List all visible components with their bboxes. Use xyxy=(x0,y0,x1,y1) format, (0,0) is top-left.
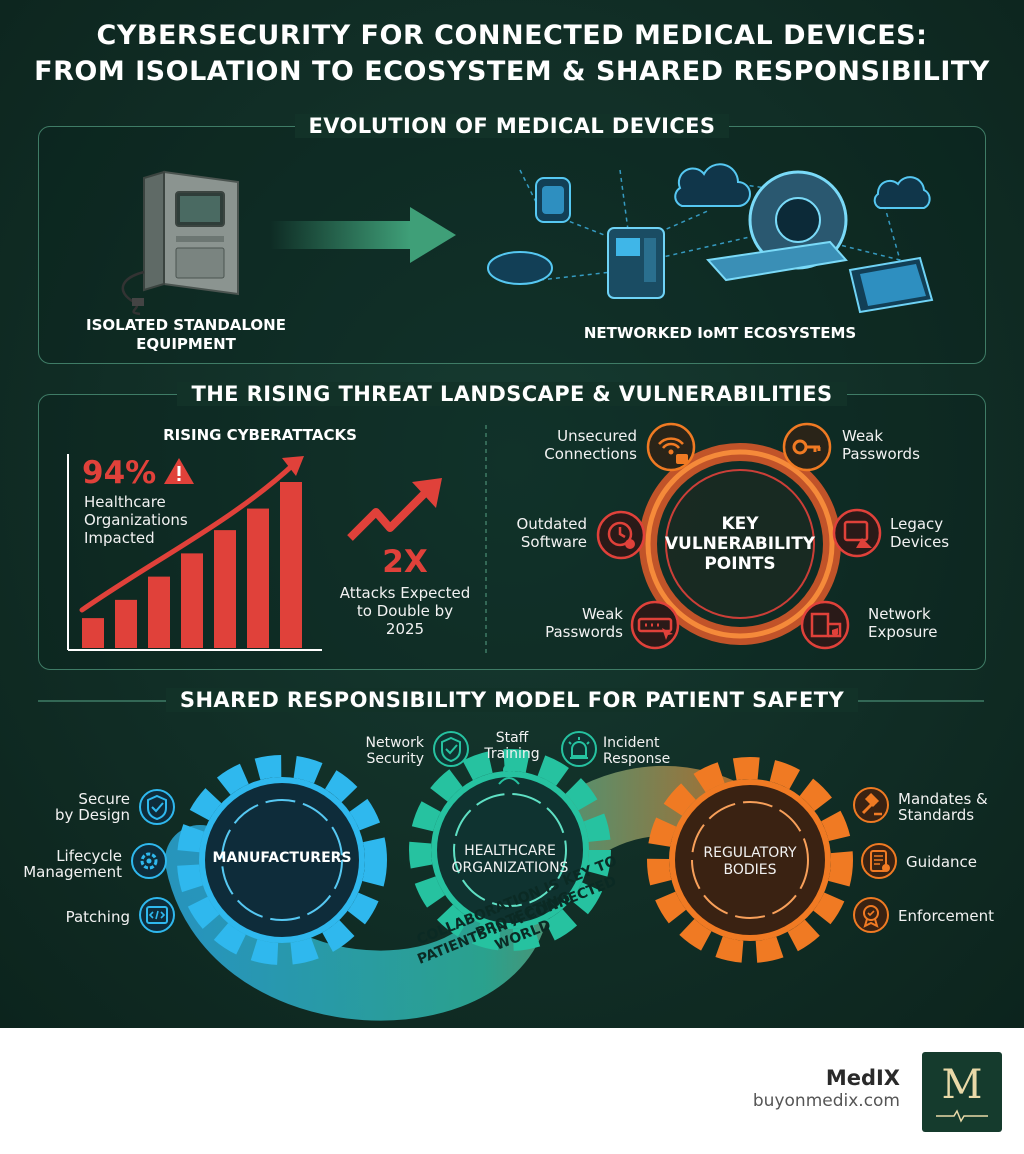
network-shield-icon xyxy=(800,600,850,650)
vuln-weak-bottom-line2: Passwords xyxy=(545,623,623,641)
vuln-weak-bottom-line1: Weak xyxy=(581,605,623,623)
stat-94-value: 94% xyxy=(82,455,157,491)
vuln-network-line2: Exposure xyxy=(868,623,938,641)
attack-bar xyxy=(247,508,269,648)
vuln-legacy-line2: Devices xyxy=(890,533,950,551)
vuln-outdated-line1: Outdated xyxy=(516,515,587,533)
gear-cycle-icon xyxy=(131,843,167,879)
threat-heading: THE RISING THREAT LANDSCAPE & VULNERABIL… xyxy=(0,382,1024,406)
vuln-unsecured-line2: Connections xyxy=(544,445,637,463)
network-security-line1: Network xyxy=(365,735,424,751)
double-line1: Attacks Expected xyxy=(339,584,471,602)
vuln-center-line1: KEY xyxy=(721,514,759,534)
iomt-network-icon xyxy=(487,163,934,314)
vuln-unsecured-line1: Unsecured xyxy=(557,427,637,445)
main-title-line1: CYBERSECURITY FOR CONNECTED MEDICAL DEVI… xyxy=(96,20,928,51)
alarm-light-icon xyxy=(561,731,597,767)
network-security-line2: Security xyxy=(366,751,425,767)
brand-name: MedIX xyxy=(825,1066,900,1090)
double-line2: to Double by xyxy=(356,602,454,620)
trend-up-arrow-icon xyxy=(347,478,442,541)
stat-94-line2: Organizations xyxy=(84,511,188,529)
evolution-arrow-icon xyxy=(270,207,456,263)
stat-94-line3: Impacted xyxy=(84,529,155,547)
vuln-network-line1: Network xyxy=(868,605,931,623)
networked-label: NETWORKED IoMT ECOSYSTEMS xyxy=(583,324,857,342)
main-title-line2: FROM ISOLATION TO ECOSYSTEM & SHARED RES… xyxy=(34,56,990,87)
brand-url: buyonmedix.com xyxy=(752,1091,900,1111)
patching-label: Patching xyxy=(65,908,130,926)
secure-design-line1: Secure xyxy=(78,790,130,808)
gears-ribbon-graphic xyxy=(165,749,853,1021)
threat-divider xyxy=(485,425,487,655)
attack-bar-chart xyxy=(67,454,322,651)
wifi-lock-icon xyxy=(646,422,696,472)
logo-letter: M xyxy=(941,1062,983,1108)
code-patch-icon xyxy=(139,897,175,933)
mandates-line1: Mandates & xyxy=(898,790,988,808)
guidance-document-icon xyxy=(861,843,897,879)
attack-bar xyxy=(280,482,302,648)
rising-attacks-heading: RISING CYBERATTACKS xyxy=(163,426,357,444)
lifecycle-line1: Lifecycle xyxy=(56,847,122,865)
staff-training-line2: Training xyxy=(484,746,540,762)
vuln-center-line2: VULNERABILITY xyxy=(664,534,816,554)
vuln-outdated-line2: Software xyxy=(520,533,587,551)
attack-bar xyxy=(115,599,137,648)
staff-training-line1: Staff xyxy=(495,730,529,746)
heartbeat-line-icon xyxy=(936,1109,988,1123)
isolated-label-line2: EQUIPMENT xyxy=(136,335,236,353)
enforcement-badge-icon xyxy=(853,897,889,933)
warning-icon xyxy=(164,458,194,484)
standalone-device-icon xyxy=(121,170,239,316)
vuln-legacy-line1: Legacy xyxy=(890,515,944,533)
stat-94-line1: Healthcare xyxy=(84,493,166,511)
secure-design-line2: by Design xyxy=(55,806,130,824)
shield-check-icon xyxy=(139,789,175,825)
mandates-line2: Standards xyxy=(898,806,975,824)
gear-regulatory-line2: BODIES xyxy=(723,862,777,878)
infographic-page: CYBERSECURITY FOR CONNECTED MEDICAL DEVI… xyxy=(0,0,1024,1028)
footer xyxy=(0,1028,1024,1154)
vulnerability-ring xyxy=(639,443,841,645)
network-security-shield-icon xyxy=(433,731,469,767)
attack-bar xyxy=(181,553,203,648)
double-value: 2X xyxy=(382,544,428,580)
attack-bar xyxy=(148,576,170,648)
legacy-device-icon xyxy=(832,508,882,558)
incident-response-line2: Response xyxy=(603,751,671,767)
shared-heading: SHARED RESPONSIBILITY MODEL FOR PATIENT … xyxy=(0,688,1024,712)
gear-regulatory-line1: REGULATORY xyxy=(703,845,797,861)
attack-bar xyxy=(82,618,104,648)
medix-logo: M xyxy=(922,1052,1002,1132)
vuln-weak-top-line2: Passwords xyxy=(842,445,920,463)
attack-bar xyxy=(214,530,236,648)
vuln-center-line3: POINTS xyxy=(704,554,776,574)
isolated-label-line1: ISOLATED STANDALONE xyxy=(86,316,286,334)
outdated-clock-icon xyxy=(596,510,646,560)
gear-healthcare-line2: ORGANIZATIONS xyxy=(451,860,569,876)
enforcement-label: Enforcement xyxy=(898,907,994,925)
double-line3: 2025 xyxy=(385,620,425,638)
guidance-label: Guidance xyxy=(906,853,977,871)
lifecycle-line2: Management xyxy=(23,863,122,881)
key-icon xyxy=(782,422,832,472)
gear-manufacturers-label: MANUFACTURERS xyxy=(212,850,352,866)
incident-response-line1: Incident xyxy=(603,735,660,751)
password-field-icon xyxy=(630,600,680,650)
evolution-heading: EVOLUTION OF MEDICAL DEVICES xyxy=(0,114,1024,138)
gear-healthcare-line1: HEALTHCARE xyxy=(464,843,556,859)
gavel-icon xyxy=(853,787,889,823)
vuln-weak-top-line1: Weak xyxy=(842,427,884,445)
staff-training-icon xyxy=(498,764,520,785)
